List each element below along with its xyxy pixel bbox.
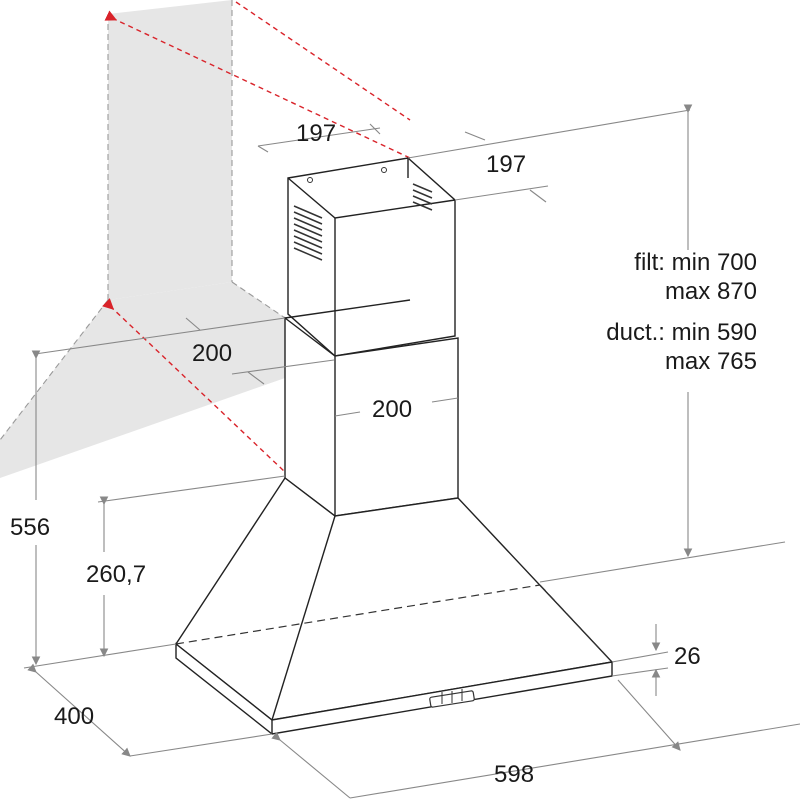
label-height-duct-min: duct.: min 590 <box>606 319 757 346</box>
label-height-duct-max: max 765 <box>665 348 757 375</box>
vent-slots-left <box>293 205 323 261</box>
label-height-filter-min: filt: min 700 <box>634 249 757 276</box>
control-panel <box>429 689 475 708</box>
label-hood-depth: 400 <box>54 703 94 730</box>
upper-chimney <box>287 157 456 357</box>
label-rim-height: 26 <box>674 643 701 670</box>
label-height-filter-max: max 870 <box>665 278 757 305</box>
label-hood-width: 598 <box>494 761 534 788</box>
label-total-height: 556 <box>10 514 50 541</box>
dimension-lines <box>23 104 800 799</box>
wall-shape <box>0 0 286 478</box>
wall-alignment-lines <box>102 1 411 473</box>
vent-slots-right <box>412 183 433 211</box>
label-lower-chimney-depth: 200 <box>192 340 232 367</box>
label-upper-chimney-depth: 197 <box>486 151 526 178</box>
label-canopy-height: 260,7 <box>86 561 146 588</box>
label-lower-chimney-width: 200 <box>372 396 412 423</box>
label-upper-chimney-width: 197 <box>296 120 336 147</box>
cooker-hood <box>175 157 614 735</box>
